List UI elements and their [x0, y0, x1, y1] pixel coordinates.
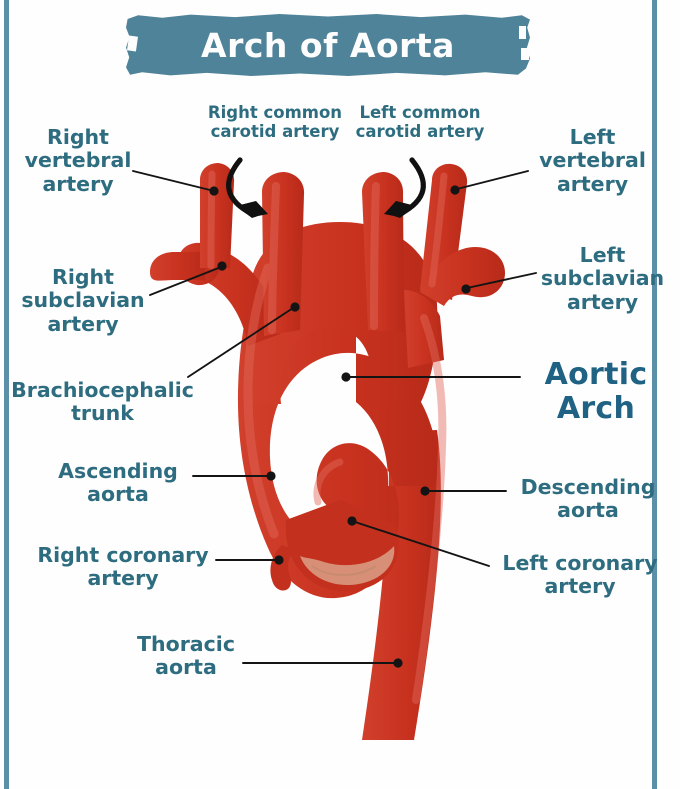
label-line: vertebral [539, 148, 646, 173]
leader-left-subclavian [466, 272, 537, 289]
label-right-subclavian-artery: Right subclavian artery [18, 265, 148, 336]
dot-left-coronary [347, 516, 357, 526]
right-carotid-arrowhead [236, 201, 268, 218]
label-descending-aorta: Descending aorta [508, 475, 668, 523]
label-line: Arch [556, 391, 636, 427]
dot-left-vertebral [450, 185, 460, 195]
label-line: vertebral [24, 148, 132, 173]
label-left-subclavian-artery: Left subclavian artery [540, 243, 665, 314]
label-line: carotid artery [210, 121, 340, 141]
aortic-valve-cusps [300, 546, 395, 586]
leader-left-vertebral [456, 170, 529, 190]
label-line: Thoracic [137, 632, 235, 656]
right-common-carotid-shape [262, 172, 305, 336]
left-carotid-arrowhead [384, 201, 416, 218]
label-left-vertebral-artery: Left vertebral artery [530, 125, 655, 196]
label-line: Right [52, 265, 114, 289]
label-line: carotid artery [355, 121, 485, 141]
label-line: artery [42, 171, 114, 196]
banner-notch [521, 48, 529, 60]
label-line: Right coronary [37, 543, 209, 567]
label-line: aorta [155, 655, 217, 680]
vessel-highlights [207, 170, 448, 704]
label-line: artery [544, 574, 616, 599]
left-common-carotid-shape [362, 172, 404, 332]
leader-lines [132, 170, 537, 664]
right-border-rail [652, 0, 657, 789]
leader-left-coronary [351, 520, 490, 567]
dot-thoracic-aorta [393, 658, 403, 668]
dot-right-subclavian [217, 261, 227, 271]
label-line: Right [47, 125, 109, 149]
right-subclavian-arm-shape [150, 252, 205, 281]
label-line: trunk [71, 401, 134, 426]
dot-right-vertebral [209, 186, 219, 196]
label-line: Left [569, 125, 616, 149]
label-right-vertebral-artery: Right vertebral artery [18, 125, 138, 196]
label-line: Descending [520, 475, 656, 499]
label-right-common-carotid-artery: Right common carotid artery [190, 103, 360, 142]
label-left-common-carotid-artery: Left common carotid artery [340, 103, 500, 142]
label-line: Left coronary [502, 551, 658, 575]
leader-dots [209, 185, 471, 668]
banner-notch [519, 26, 526, 39]
label-line: Left [579, 243, 626, 267]
label-line: Brachiocephalic [11, 378, 194, 402]
leader-right-vertebral [132, 170, 211, 191]
label-line: aorta [87, 482, 149, 507]
label-line: aorta [557, 498, 619, 523]
dot-aortic-arch [341, 372, 351, 382]
label-brachiocephalic-trunk: Brachiocephalic trunk [10, 378, 195, 426]
label-line: Right common [207, 103, 343, 122]
label-line: Ascending [58, 459, 178, 483]
label-line: Aortic [544, 357, 648, 392]
title-banner: Arch of Aorta [126, 14, 530, 76]
page-title: Arch of Aorta [201, 25, 455, 65]
label-line: Left common [359, 103, 481, 122]
leader-brachiocephalic [187, 307, 294, 378]
dot-left-subclavian [461, 284, 471, 294]
left-subclavian-artery-shape [420, 246, 506, 306]
dot-right-coronary [274, 555, 284, 565]
label-line: artery [556, 171, 629, 196]
label-line: subclavian [540, 266, 665, 291]
label-left-coronary-artery: Left coronary artery [490, 551, 670, 599]
leader-right-subclavian [149, 266, 222, 296]
label-aortic-arch: Aortic Arch [521, 357, 671, 427]
left-arch-branch-shape [404, 290, 444, 368]
label-thoracic-aorta: Thoracic aorta [126, 632, 246, 680]
label-line: artery [87, 566, 159, 591]
label-line: subclavian [21, 288, 145, 313]
label-ascending-aorta: Ascending aorta [42, 459, 194, 507]
dot-brachiocephalic [290, 302, 300, 312]
dot-descending-aorta [420, 486, 430, 496]
valve-cusp-line [311, 565, 377, 576]
label-line: artery [47, 311, 119, 336]
left-border-rail [4, 0, 9, 789]
dot-ascending-aorta [266, 471, 276, 481]
label-line: artery [566, 289, 639, 314]
banner-brush-stroke [126, 14, 530, 76]
label-right-coronary-artery: Right coronary artery [28, 543, 218, 591]
